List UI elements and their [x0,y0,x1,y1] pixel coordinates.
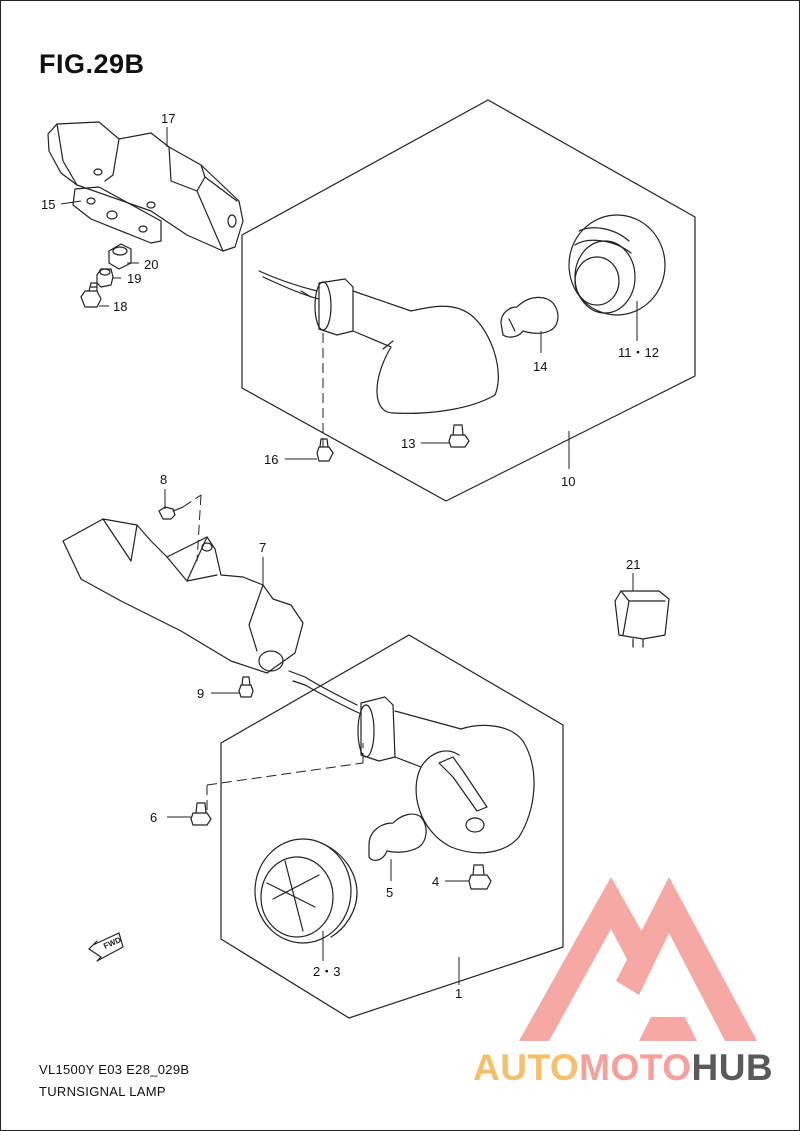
lens-11-12 [568,214,666,316]
callout-18: 18 [113,299,128,314]
callout-11-12: 11・12 [618,345,659,360]
figure-title: FIG.29B [39,49,145,79]
assembly-box-lower [220,634,564,1019]
fwd-arrow-icon: FWD [88,932,124,962]
callout-4: 4 [432,874,440,889]
screw-4 [468,864,492,890]
relay-21 [614,590,670,648]
callout-17: 17 [161,111,176,126]
callout-13: 13 [401,436,416,451]
screw-6 [190,802,212,826]
bulb-14 [500,296,559,338]
callout-15: 15 [41,197,56,212]
lens-2-3 [254,838,358,944]
bracket-7 [62,518,304,674]
watermark-hub: HUB [691,1047,774,1088]
callout-7: 7 [259,540,267,555]
callout-14: 14 [533,359,548,374]
watermark-text: AUTOMOTOHUB [473,1047,773,1089]
callout-10: 10 [561,474,576,489]
callout-8: 8 [160,472,168,487]
bulb-5 [368,813,427,861]
collar-19 [96,268,114,288]
watermark-auto: AUTO [473,1047,580,1088]
callout-6: 6 [150,810,158,825]
model-code: VL1500Y E03 E28_029B [39,1062,190,1077]
callout-21: 21 [626,557,641,572]
callout-9: 9 [197,686,205,701]
section-name: TURNSIGNAL LAMP [39,1084,166,1099]
callout-20: 20 [144,257,159,272]
assembly-box-upper [241,99,696,502]
nut-20 [108,243,132,270]
lamp-housing-10 [258,270,499,414]
callout-19: 19 [127,271,142,286]
watermark-logo-icon [519,877,757,1041]
callout-2-3: 2・3 [313,964,341,979]
watermark-moto: MOTO [579,1047,692,1088]
screw-9 [238,676,254,698]
callout-16: 16 [264,452,279,467]
screw-13 [448,424,470,448]
lamp-housing-1 [288,670,535,854]
bracket-17 [47,121,244,252]
bolt-18 [80,282,102,308]
plate-15 [72,186,162,244]
screw-16 [316,438,334,462]
bolt-8 [158,506,184,520]
callout-1: 1 [455,986,463,1001]
callout-5: 5 [386,885,394,900]
